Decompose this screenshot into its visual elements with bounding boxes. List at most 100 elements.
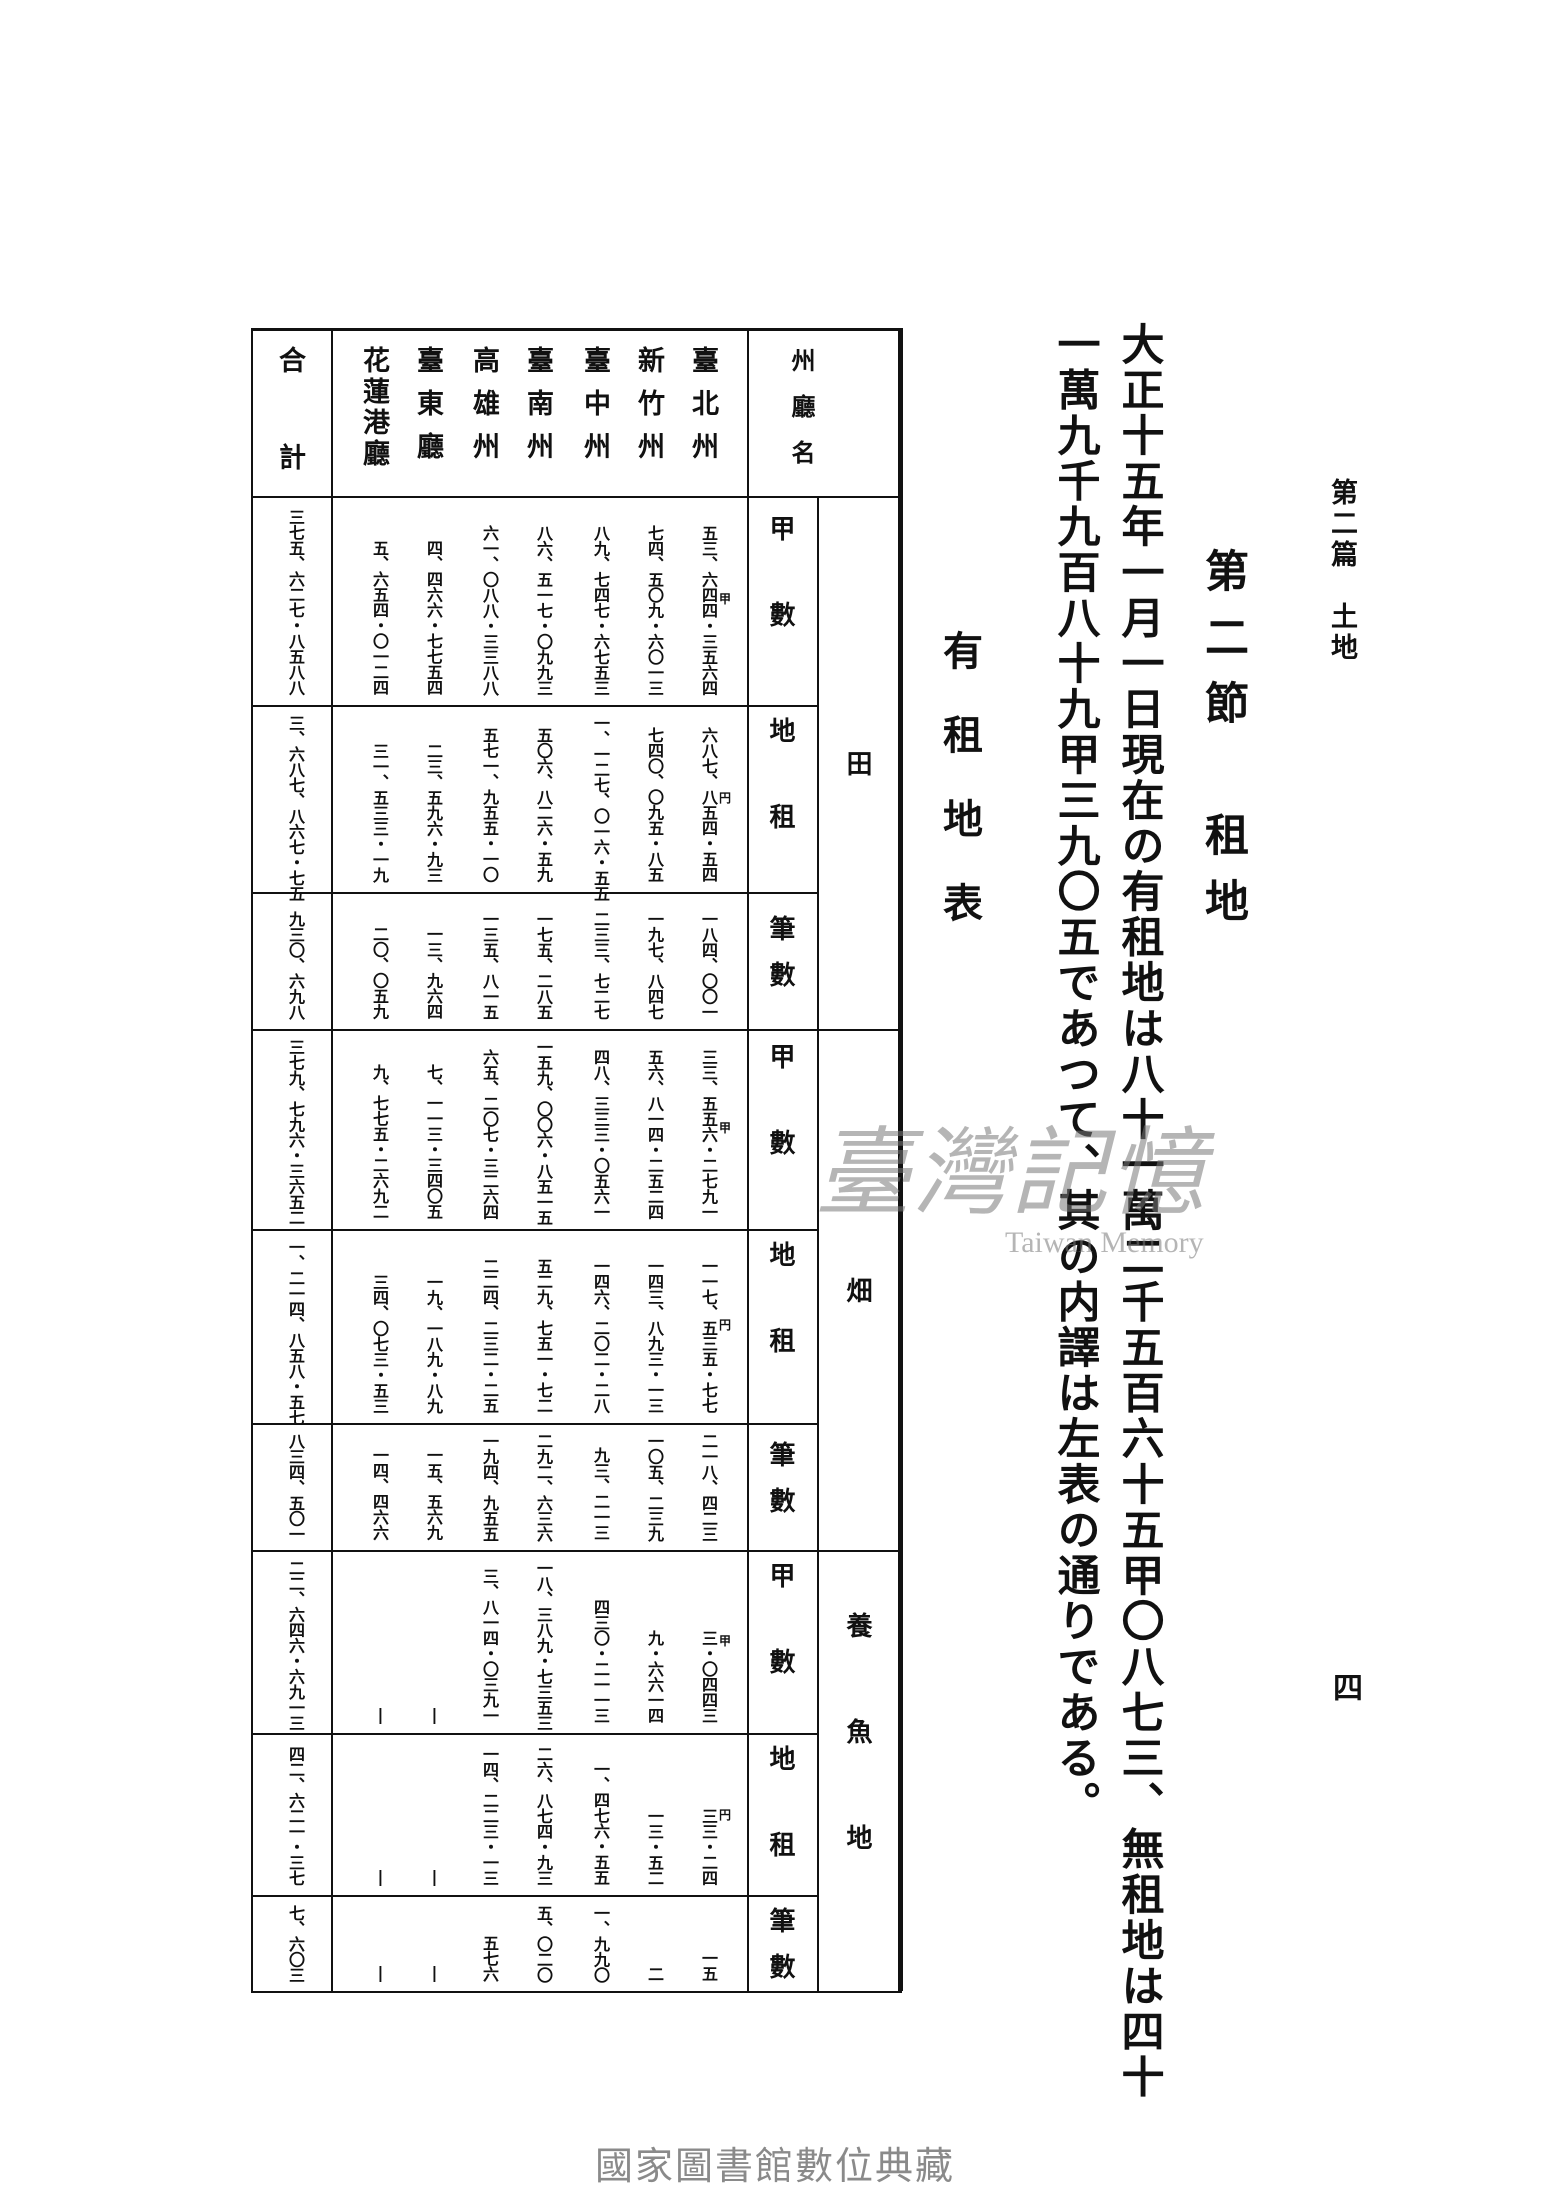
- table-cell: 二二四、二三二・二五: [480, 1258, 499, 1413]
- table-cell: 一三、九六四: [424, 926, 443, 1019]
- region-name: 花蓮港廳: [358, 346, 389, 470]
- region-name: 臺東廳: [412, 346, 443, 475]
- header-label-region: 州廳名: [787, 348, 816, 486]
- table-cell: 九・六六一四: [645, 1630, 664, 1723]
- section-title: 第二節 租地: [1197, 548, 1248, 944]
- table-cell: 三一、五三三・一九: [370, 742, 389, 883]
- table-cell: 二三三、七二七: [591, 910, 610, 1020]
- unit-label: 円: [719, 1318, 732, 1333]
- table-rule: [251, 1229, 817, 1231]
- table-cell: 四、四六六・七七五四: [424, 540, 443, 695]
- table-cell: 五三、六四四・三五六四: [699, 524, 718, 696]
- table-cell: 一、四七六・五五: [591, 1761, 610, 1885]
- table-cell: 三三、五五六・二七九一: [699, 1048, 718, 1220]
- table-cell: 一五九、〇〇六・八五一五: [534, 1039, 553, 1225]
- table-cell: 一七五、二八五: [534, 910, 553, 1020]
- page-number: 四: [1327, 1672, 1362, 1702]
- table-cell: ―: [372, 1869, 391, 1886]
- table-title: 有租地表: [936, 630, 983, 966]
- body-text-line-2: 一萬九千九百八十九甲三九〇五であつて、其の内譯は左表の通りである。: [1050, 322, 1100, 1827]
- watermark-english: Taiwan Memory: [1005, 1226, 1204, 1259]
- table-cell: 一四六、二〇二・二八: [591, 1258, 610, 1413]
- category-label: 養魚地: [842, 1611, 872, 1930]
- table-cell: ―: [426, 1965, 445, 1982]
- total-cell: 二二、六四六・六九一三: [286, 1560, 305, 1731]
- table-cell: 五〇六、八二六・五九: [534, 727, 553, 882]
- table-cell: 七四〇、〇九五・八五: [645, 727, 664, 882]
- region-name: 新竹州: [633, 346, 664, 475]
- column-label: 地租: [765, 1241, 795, 1413]
- table-cell: 一八、三八九・七三五三: [534, 1560, 553, 1731]
- column-label: 甲數: [765, 1562, 795, 1734]
- total-label: 合計: [274, 346, 305, 540]
- table-rule: [251, 1991, 902, 1993]
- table-cell: 一九、一八九・八九: [424, 1273, 443, 1414]
- table-rule: [251, 1550, 902, 1552]
- table-rule: [251, 1029, 902, 1031]
- table-cell: 六八七、八五四・五四: [699, 727, 718, 882]
- table-rule: [251, 328, 902, 331]
- total-cell: 九三〇、六九八: [286, 910, 305, 1020]
- table-cell: 二〇、〇五九: [370, 926, 389, 1019]
- table-cell: 四八、三三三・〇五六一: [591, 1048, 610, 1220]
- column-label: 甲數: [765, 514, 795, 687]
- table-cell: 二三、五九六・九三: [424, 742, 443, 883]
- total-cell: 三、六八七、八六七・七五: [286, 715, 305, 901]
- table-cell: 一九七、八四七: [645, 910, 664, 1020]
- region-name: 臺南州: [522, 346, 553, 475]
- table-cell: 四三〇・二一一三: [591, 1599, 610, 1723]
- table-cell: ―: [426, 1707, 445, 1724]
- category-label: 田: [842, 749, 872, 776]
- table-cell: 五、六五四・〇一二四: [370, 540, 389, 695]
- total-cell: 一、二一四、八五八・五七: [286, 1239, 305, 1425]
- region-name: 臺中州: [579, 346, 610, 475]
- table-cell: 八六、五一七・〇九九三: [534, 524, 553, 696]
- table-cell: 六一、〇八八・三三八八: [480, 524, 499, 696]
- total-cell: 八三四、五〇一: [286, 1433, 305, 1542]
- table-cell: 一四三、八九三・一三: [645, 1258, 664, 1413]
- total-cell: 七、六〇三: [286, 1905, 305, 1983]
- table-cell: 三、八一四・〇三九一: [480, 1568, 499, 1723]
- table-cell: 九三、二一三: [591, 1447, 610, 1540]
- table-cell: ―: [372, 1707, 391, 1724]
- table-cell: 一三・五二: [645, 1807, 664, 1886]
- table-rule: [251, 705, 817, 707]
- table-cell: 二六、八七四・九三: [534, 1745, 553, 1886]
- region-name: 臺北州: [687, 346, 718, 475]
- total-cell: 三七五、六二七・八五八八: [286, 509, 305, 695]
- column-label: 甲數: [765, 1043, 795, 1215]
- running-header: 第二篇 土地: [1326, 478, 1357, 664]
- total-cell: 四二、六二一・三七: [286, 1745, 305, 1886]
- column-label: 筆數: [765, 1440, 795, 1533]
- table-rule: [251, 1423, 817, 1425]
- table-rule: [251, 1733, 817, 1735]
- table-cell: 三四、〇七三・五三: [370, 1273, 389, 1414]
- table-cell: 一、九九〇: [591, 1905, 610, 1983]
- table-cell: ―: [372, 1965, 391, 1982]
- table-cell: 一一七、五三五・七七: [699, 1258, 718, 1413]
- table-rule: [251, 328, 253, 1991]
- category-label: 畑: [842, 1276, 872, 1303]
- table-rule: [251, 892, 817, 894]
- table-cell: 五、〇二〇: [534, 1905, 553, 1983]
- table-cell: 一五: [699, 1950, 718, 1981]
- table-cell: 一、一二七、〇一六・五五: [591, 715, 610, 901]
- table-cell: 一四、四六六: [370, 1447, 389, 1540]
- unit-label: 甲: [719, 1634, 732, 1649]
- table-cell: 三三・二四: [699, 1807, 718, 1886]
- column-label: 地租: [765, 1745, 795, 1917]
- table-cell: 七四、五〇九・六〇一三: [645, 524, 664, 696]
- table-rule: [331, 328, 333, 1991]
- unit-label: 円: [719, 791, 732, 806]
- table-rule: [251, 496, 902, 498]
- column-label: 筆數: [765, 1907, 795, 1999]
- table-cell: 五七一、九五五・一〇: [480, 727, 499, 882]
- unit-label: 円: [719, 1807, 732, 1822]
- column-label: 筆數: [765, 914, 795, 1007]
- unit-label: 甲: [719, 592, 732, 607]
- table-rule: [898, 328, 903, 1991]
- unit-label: 甲: [719, 1121, 732, 1135]
- footer-credit: 國家圖書館數位典藏: [594, 2144, 955, 2188]
- table-cell: 六五、二〇七・三二六四: [480, 1048, 499, 1220]
- table-cell: 一三五、八一五: [480, 910, 499, 1020]
